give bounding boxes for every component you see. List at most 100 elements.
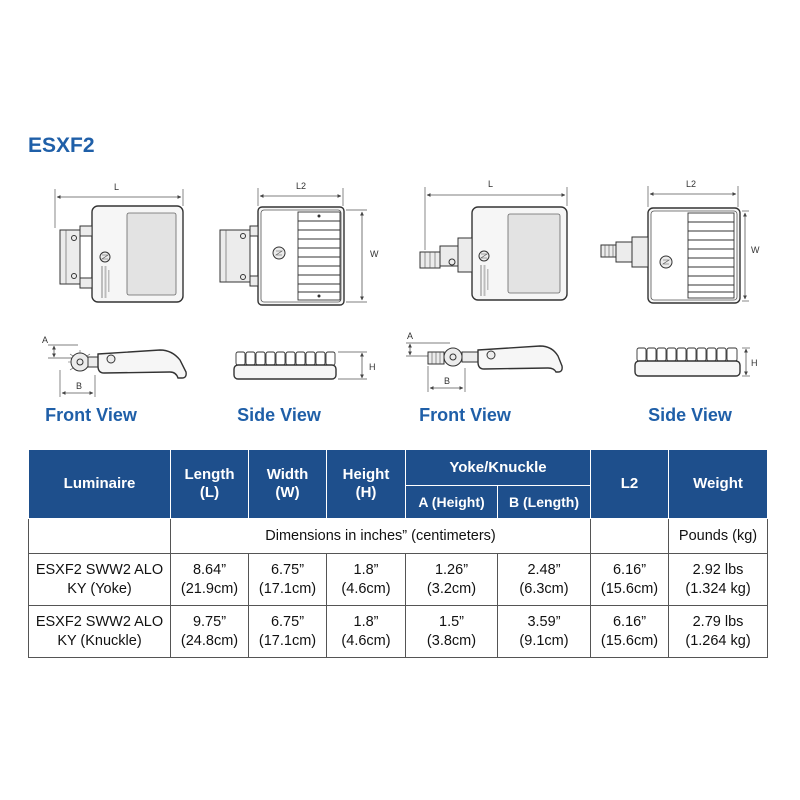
dimension-label-l2: L2 (686, 179, 696, 189)
table-row: ESXF2 SWW2 ALO KY (Knuckle) 9.75” (24.8c… (28, 605, 769, 658)
fin (255, 351, 266, 366)
luminaire-name-line: KY (Yoke) (67, 580, 132, 597)
luminaire-lens (507, 213, 561, 294)
fin (325, 351, 336, 366)
dimension-label-l2: L2 (296, 181, 306, 191)
top-view-yoke-drawing: L (54, 182, 184, 303)
brand-logo-icon (478, 250, 490, 262)
value-cm: (15.6cm) (600, 580, 659, 597)
dimension-h: H (742, 347, 758, 377)
fin (285, 351, 296, 366)
dimension-label-length: L (114, 182, 119, 192)
view-label-front-knuckle: Front View (419, 405, 511, 425)
cell-height: 1.8” (4.6cm) (326, 605, 406, 658)
view-label-front-yoke: Front View (45, 405, 137, 425)
technical-drawings: L L2 (42, 179, 760, 397)
cell-a-height: 1.5” (3.8cm) (405, 605, 498, 658)
knuckle-plate (631, 236, 649, 268)
knuckle-plate (457, 237, 473, 273)
fin (275, 351, 286, 366)
value-inches: 1.8” (353, 613, 379, 630)
value-inches: 6.75” (270, 613, 305, 630)
value-cm: (3.2cm) (426, 580, 477, 597)
units-cell-empty (590, 518, 670, 554)
value-cm: (9.1cm) (519, 632, 569, 649)
heat-sink-fins (297, 211, 341, 301)
bolt (71, 235, 77, 241)
header-height: Height (H) (326, 449, 406, 519)
luminaire-profile (97, 349, 187, 379)
yoke-profile (68, 350, 99, 372)
value-inches: 6.16” (612, 561, 647, 578)
fin-block (297, 211, 341, 301)
knuckle-arm (461, 351, 479, 363)
header-label: B (Length) (509, 494, 579, 510)
table-row: ESXF2 SWW2 ALO KY (Yoke) 8.64” (21.9cm) … (28, 553, 769, 606)
value-cm: (6.3cm) (519, 580, 569, 597)
luminaire-name-line: ESXF2 SWW2 ALO (35, 613, 164, 630)
value-cm: (4.6cm) (341, 632, 391, 649)
logo-mark (480, 253, 488, 259)
logo-wordmark (101, 266, 110, 298)
value-lbs: 2.92 lbs (692, 561, 744, 578)
fin (676, 347, 687, 362)
cell-weight: 2.79 lbs (1.264 kg) (668, 605, 769, 658)
fin-block (687, 212, 735, 299)
bolt (71, 273, 77, 279)
wordmark-stroke (101, 266, 103, 298)
header-symbol: (H) (355, 484, 377, 501)
dimension-label-b: B (76, 381, 82, 391)
dimension-l2: L2 (257, 181, 344, 206)
header-symbol: (L) (199, 484, 220, 501)
brand-logo-icon (272, 246, 286, 260)
header-length: Length (L) (170, 449, 249, 519)
header-row: Luminaire Length (L) Width (W) Height (H… (28, 449, 769, 519)
dimension-a: A (406, 331, 450, 357)
fin (315, 351, 326, 366)
side-view-knuckle-drawing: H (634, 347, 758, 377)
top-back-view-yoke-drawing: L2 W (219, 181, 379, 306)
yoke-tab (79, 225, 93, 237)
value-kg: (1.264 kg) (685, 632, 751, 649)
dimension-h: H (338, 351, 376, 380)
yoke-tab (249, 225, 259, 237)
fin (646, 347, 657, 362)
heat-sink-fins (235, 351, 336, 366)
heat-sink-fins (687, 212, 735, 299)
knuckle-mount (600, 236, 649, 268)
yoke-bracket (219, 225, 259, 287)
cell-width: 6.75” (17.1cm) (248, 605, 327, 658)
header-label: Weight (693, 475, 743, 492)
units-weight-label: Pounds (kg) (678, 528, 758, 544)
header-b-length: B (Length) (496, 485, 592, 519)
value-inches: 9.75” (192, 613, 227, 630)
value-lbs: 2.79 lbs (692, 613, 744, 630)
value-cm: (15.6cm) (600, 632, 659, 649)
luminaire-base (634, 360, 741, 377)
value-cm: (17.1cm) (258, 580, 317, 597)
header-label: A (Height) (418, 494, 485, 510)
cell-l2: 6.16” (15.6cm) (590, 553, 670, 606)
luminaire-name-line: KY (Knuckle) (57, 632, 142, 649)
fin (686, 347, 697, 362)
dimension-a: A (42, 335, 78, 359)
header-width: Width (W) (248, 449, 327, 519)
units-dimensions-label: Dimensions in inches” (centimeters) (265, 528, 496, 544)
fin (706, 347, 717, 362)
value-inches: 3.59” (527, 613, 561, 630)
view-label-side-knuckle: Side View (648, 405, 732, 425)
fin (636, 347, 647, 362)
dimension-label-a: A (407, 331, 413, 341)
page-title: ESXF2 (28, 134, 95, 157)
logo-mark (275, 250, 283, 256)
dimension-label-width: W (370, 249, 379, 259)
value-cm: (4.6cm) (341, 580, 391, 597)
cell-weight: 2.92 lbs (1.324 kg) (668, 553, 769, 606)
header-label: Luminaire (63, 475, 136, 492)
cell-luminaire: ESXF2 SWW2 ALO KY (Knuckle) (28, 605, 171, 658)
yoke-teeth (68, 350, 91, 371)
header-label: Length (184, 466, 235, 483)
knuckle-arm (615, 241, 633, 263)
fin (656, 347, 667, 362)
units-cell-weight: Pounds (kg) (668, 518, 769, 554)
